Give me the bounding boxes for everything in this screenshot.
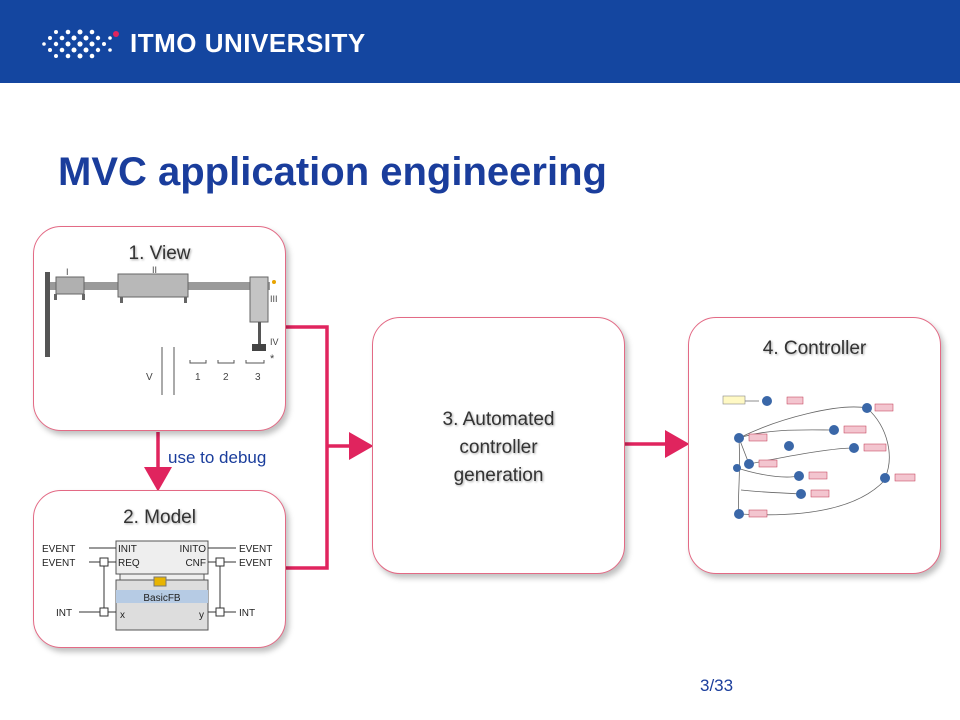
- port-inito: INITO: [180, 544, 207, 555]
- state-machine-graph: [722, 395, 916, 519]
- generation-label-line-3: generation: [453, 465, 544, 486]
- port-req: REQ: [118, 558, 140, 569]
- type-left-2: EVENT: [42, 558, 75, 569]
- position-1: 1: [195, 372, 201, 383]
- position-3: 3: [255, 372, 261, 383]
- function-block: BasicFB INIT REQ x INITO CNF y EVENT EVE…: [42, 540, 272, 631]
- page-number: 3/33: [700, 676, 734, 695]
- itmo-logo-icon: [42, 29, 119, 59]
- generation-label-line-2: controller: [459, 437, 538, 458]
- numeral-2: II: [152, 265, 157, 275]
- port-init: INIT: [118, 544, 137, 555]
- numeral-3: III: [270, 294, 278, 304]
- type-right-1: EVENT: [239, 544, 272, 555]
- type-right-3: INT: [239, 608, 255, 619]
- view-mechanism: I II III IV * V 1 2 3: [45, 265, 279, 395]
- generation-box: 3. Automated controller generation: [372, 317, 625, 574]
- generation-label-line-1: 3. Automated: [442, 409, 555, 430]
- type-left-3: INT: [56, 608, 72, 619]
- debug-label: use to debug: [168, 448, 267, 467]
- controller-box: 4. Controller: [688, 317, 941, 574]
- numeral-1: I: [66, 267, 69, 277]
- controller-label: 4. Controller: [762, 338, 867, 359]
- port-y: y: [199, 610, 204, 621]
- view-box: 1. View I II III IV * V 1 2 3: [33, 226, 286, 431]
- generation-label: 3. Automated controller generation: [373, 406, 624, 490]
- view-connector-line: [285, 325, 329, 570]
- model-label: 2. Model: [123, 507, 196, 528]
- numeral-4: IV: [270, 337, 279, 347]
- fb-name: BasicFB: [143, 593, 181, 604]
- numeral-5: V: [146, 372, 153, 383]
- port-cnf: CNF: [185, 558, 206, 569]
- type-right-2: EVENT: [239, 558, 272, 569]
- type-left-1: EVENT: [42, 544, 75, 555]
- star-mark: *: [270, 353, 275, 365]
- view-label: 1. View: [128, 243, 191, 264]
- port-x: x: [120, 610, 125, 621]
- model-box: 2. Model BasicFB INIT REQ x INITO CNF y …: [33, 490, 286, 648]
- header-bar: ITMO UNIVERSITY: [0, 0, 960, 83]
- logo-text: ITMO UNIVERSITY: [130, 28, 366, 58]
- position-2: 2: [223, 372, 229, 383]
- page-title: MVC application engineering: [58, 150, 607, 194]
